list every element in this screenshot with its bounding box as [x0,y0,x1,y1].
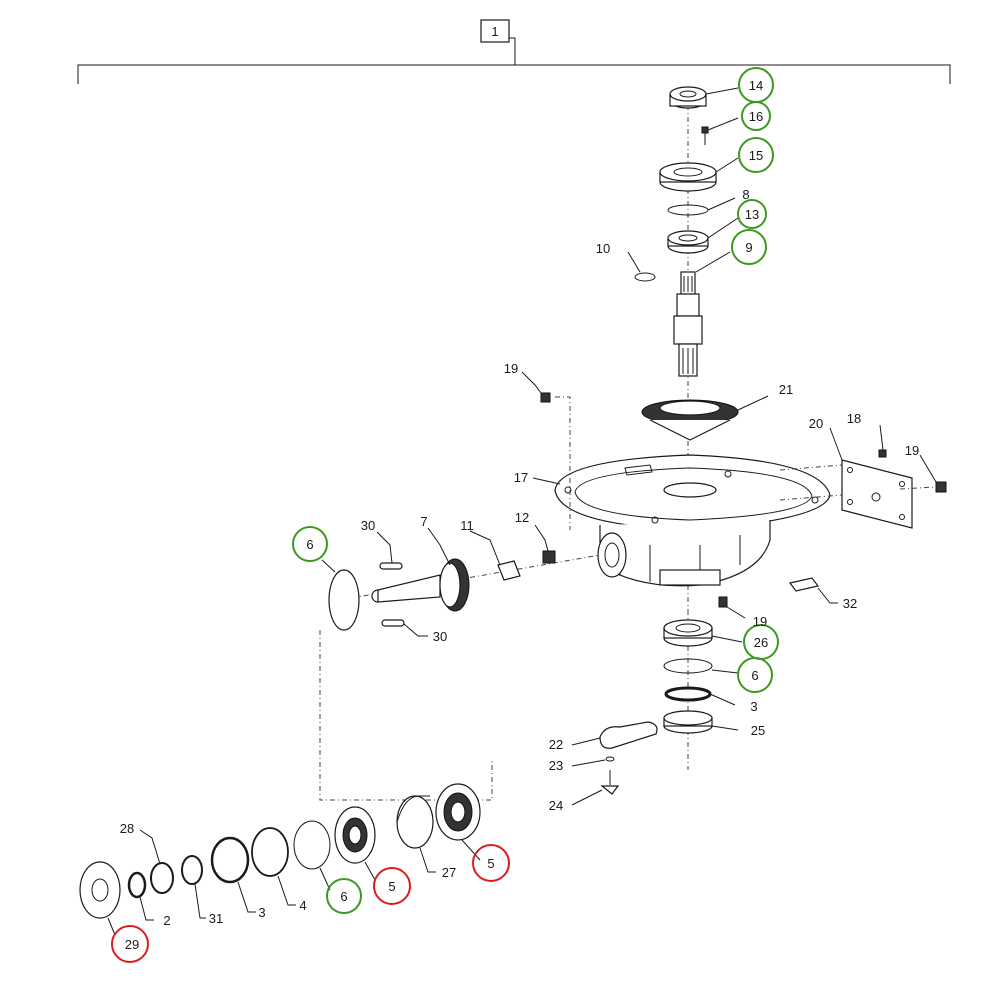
assembly-label-box [480,19,510,43]
callout-6-right: 6 [751,668,758,683]
part-21-bevel-gear [641,399,739,441]
callout-18: 18 [847,411,861,426]
part-22-lever [599,721,658,749]
callout-6-upper: 6 [306,537,313,552]
callout-12: 12 [515,510,529,525]
highlight-16 [741,101,771,131]
part-3-snap-ring [664,686,712,702]
part-25-ring [663,710,713,734]
assembly-bracket: 1 [77,19,951,84]
part-24-bolt [600,770,620,795]
part-4-ring [251,827,289,877]
assembly-label: 1 [491,24,498,39]
part-6-disc-upper [328,569,360,631]
highlight-15 [738,137,774,173]
callout-29: 29 [125,937,139,952]
callout-4: 4 [299,898,306,913]
part-5-bearing-left [334,806,376,864]
callout-9: 9 [745,240,752,255]
callout-22: 22 [549,737,563,752]
callout-15: 15 [749,148,763,163]
part-15-flange [659,162,717,192]
part-19-bolt-right [935,481,947,493]
callout-31: 31 [209,911,223,926]
callout-19-right: 19 [905,443,919,458]
highlight-6-lower [326,878,362,914]
highlight-circles [111,67,779,963]
part-3-circlip-lower [210,836,250,884]
part-2-circlip [127,871,147,899]
part-14-bearing [669,86,707,109]
callout-27: 27 [442,865,456,880]
callout-26: 26 [754,635,768,650]
part-6-shim-lower [663,658,713,674]
callout-14: 14 [749,78,763,93]
callout-25: 25 [751,723,765,738]
callout-13: 13 [745,207,759,222]
callout-5-left: 5 [388,879,395,894]
callout-10: 10 [596,241,610,256]
callout-30-lower: 30 [433,629,447,644]
callout-3-lower: 3 [258,905,265,920]
callout-labels: 14 16 15 8 13 10 9 19 21 20 18 19 17 30 … [120,78,919,952]
callout-3-right: 3 [750,699,757,714]
part-9-shaft [673,271,703,377]
part-26-bearing [663,619,713,647]
callout-16: 16 [749,109,763,124]
part-18-bolt [878,449,887,458]
highlight-9 [731,229,767,265]
part-5-bearing-right [435,783,481,841]
part-7-pinion-shaft [371,558,470,612]
part-32-plate [788,577,820,592]
highlight-6-upper [292,526,328,562]
part-19-bolt-lower [718,596,728,608]
leader-lines [107,87,937,936]
callout-21: 21 [779,382,793,397]
highlight-29 [111,925,149,963]
callout-19-lower: 19 [753,614,767,629]
callout-23: 23 [549,758,563,773]
part-30-pin-lower [381,619,405,627]
callout-28: 28 [120,821,134,836]
part-30-pin-upper [379,562,403,570]
part-31-ring [181,855,203,885]
callout-11: 11 [460,518,474,533]
callout-19-upper: 19 [504,361,518,376]
highlight-5-left [373,867,411,905]
part-12-nut [542,550,556,564]
part-29-washer [79,861,121,919]
part-28-ring [150,862,174,894]
highlight-5-right [472,844,510,882]
callout-20: 20 [809,416,823,431]
horizontal-axis-line [339,554,601,601]
part-19-bolt-left [540,392,551,403]
callout-8: 8 [742,187,749,202]
highlight-6-right [737,657,773,693]
part-27-sleeve [396,795,434,849]
callout-24: 24 [549,798,563,813]
part-17-housing [554,454,831,587]
part-10-ring [634,272,656,282]
callout-6-lower: 6 [340,889,347,904]
callout-17: 17 [514,470,528,485]
callout-5-right: 5 [487,856,494,871]
part-11-key [497,560,521,581]
callout-32: 32 [843,596,857,611]
part-23-washer [605,756,615,762]
highlight-13 [737,199,767,229]
callout-2: 2 [163,913,170,928]
callout-7: 7 [420,514,427,529]
part-20-cover-plate [841,459,913,529]
part-13-bearing [667,230,709,254]
part-6-shim-stack [293,820,331,870]
part-16-screw [701,126,709,145]
callout-30-upper: 30 [361,518,375,533]
